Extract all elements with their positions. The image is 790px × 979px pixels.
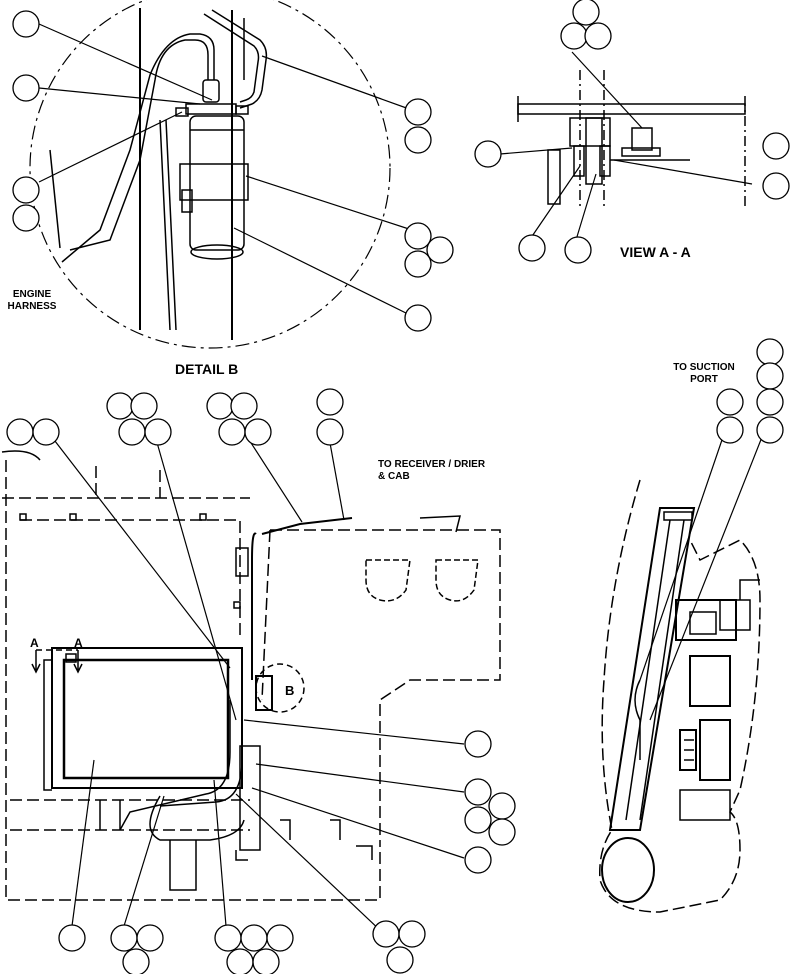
callout-bubble (464, 846, 492, 874)
condenser-core (62, 658, 230, 780)
callout-bubble (404, 222, 432, 250)
main-view (1, 450, 501, 901)
pulley (601, 837, 655, 903)
side-view (599, 479, 761, 913)
callout-bubble (716, 388, 744, 416)
callout-bubble (214, 924, 242, 952)
engine-harness-line-2: HARNESS (7, 301, 57, 312)
callout-bubble (464, 778, 492, 806)
callout-bubble (404, 304, 432, 332)
callout-bubble (12, 176, 40, 204)
callout-bubble (226, 948, 254, 976)
callout-bubble (218, 418, 246, 446)
callout-bubble (572, 0, 600, 26)
to-suction-port-line-1: TO SUCTION (673, 362, 735, 373)
callout-bubble (244, 418, 272, 446)
to-receiver-line-1: TO RECEIVER / DRIER (378, 459, 486, 470)
callout-bubble (240, 924, 268, 952)
callout-bubble (252, 948, 280, 976)
callout-bubble (386, 946, 414, 974)
clamp-band (179, 163, 249, 201)
callout-bubble (756, 362, 784, 390)
detail-b-title: DETAIL B (175, 361, 239, 377)
to-suction-port-line-2: PORT (690, 374, 718, 385)
callout-bubble (6, 418, 34, 446)
detail-b-view (29, 0, 391, 349)
callout-bubble (398, 920, 426, 948)
detail-mark-b: B (285, 683, 295, 698)
callout-bubble (716, 416, 744, 444)
callout-bubble (110, 924, 138, 952)
callout-bubble (106, 392, 134, 420)
callout-bubble (474, 140, 502, 168)
callout-bubble (488, 792, 516, 820)
callout-bubble (12, 74, 40, 102)
callout-bubble (464, 730, 492, 758)
callout-bubble (372, 920, 400, 948)
callout-bubble (266, 924, 294, 952)
callout-bubble (762, 132, 790, 160)
callout-bubble (316, 388, 344, 416)
to-receiver-label: TO RECEIVER / DRIER & CAB (378, 459, 485, 483)
condenser-frame (51, 647, 243, 789)
view-a-a-title: VIEW A - A (620, 244, 691, 260)
callout-bubble (58, 924, 86, 952)
callout-bubble (130, 392, 158, 420)
drier-body (189, 115, 245, 251)
section-mark-a-right: A (74, 636, 83, 650)
callout-bubble (122, 948, 150, 976)
section-mark-a-left: A (30, 636, 39, 650)
callout-bubble (316, 418, 344, 446)
callout-bubble (756, 338, 784, 366)
leader-lines (38, 23, 765, 935)
pressure-switch-body (202, 79, 220, 103)
detail-b-marker (255, 663, 305, 713)
callout-bubble (584, 22, 612, 50)
detail-b-boundary (29, 0, 391, 349)
callout-bubble (136, 924, 164, 952)
callout-bubble (404, 250, 432, 278)
view-a-a (517, 70, 746, 210)
callout-bubble (206, 392, 234, 420)
callout-bubble (230, 392, 258, 420)
callout-bubble (404, 126, 432, 154)
callout-bubble (118, 418, 146, 446)
callout-bubble (32, 418, 60, 446)
callout-bubble (12, 204, 40, 232)
engine-harness-label: ENGINE HARNESS (2, 289, 62, 313)
to-receiver-line-2: & CAB (378, 471, 410, 482)
callout-bubble (426, 236, 454, 264)
callout-bubble (464, 806, 492, 834)
callout-bubble (560, 22, 588, 50)
receiver-drier (255, 675, 273, 711)
to-suction-port-label: TO SUCTION PORT (664, 362, 744, 386)
callout-bubble (756, 416, 784, 444)
callout-bubble (12, 10, 40, 38)
engine-harness-line-1: ENGINE (12, 289, 52, 300)
callout-bubble (488, 818, 516, 846)
callout-bubbles (6, 0, 790, 976)
callout-bubble (144, 418, 172, 446)
callout-bubble (762, 172, 790, 200)
callout-bubble (518, 234, 546, 262)
callout-bubble (404, 98, 432, 126)
callout-bubble (756, 388, 784, 416)
callout-bubble (564, 236, 592, 264)
